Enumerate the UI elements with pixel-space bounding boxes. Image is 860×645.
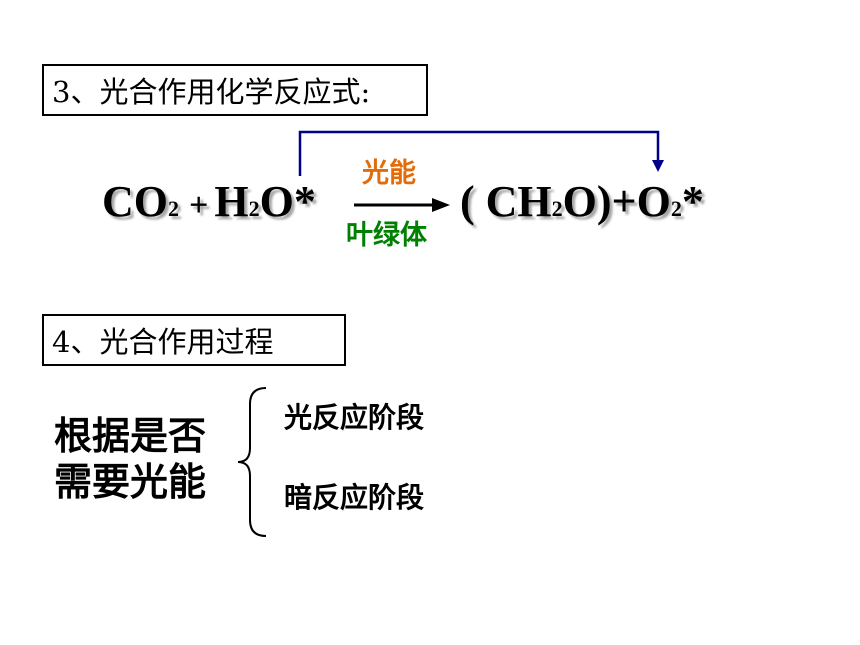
h-subscript: 2 (248, 196, 260, 221)
reaction-arrowhead (432, 198, 450, 212)
condition-light: 光能 (362, 158, 416, 189)
curly-brace (237, 387, 267, 537)
co-subscript: 2 (168, 196, 179, 221)
product-open: ( CH (460, 177, 552, 226)
stage-dark-reaction: 暗反应阶段 (284, 481, 425, 514)
criterion-line-2: 需要光能 (54, 459, 207, 504)
condition-chloroplast: 叶绿体 (346, 220, 427, 251)
product-subscript: 2 (551, 196, 563, 221)
o2-star: * (681, 177, 704, 226)
product-close: O)+O (562, 177, 671, 226)
section-4-title: 4、光合作用过程 (52, 325, 274, 359)
section-3-heading: 3、光合作用化学反应式: (42, 64, 428, 116)
o2-subscript: 2 (670, 196, 682, 221)
products: ( CH2O)+O2* (460, 180, 704, 224)
criterion-label: 根据是否 需要光能 (54, 414, 206, 505)
tracer-line (298, 130, 660, 176)
co-text: CO (102, 177, 168, 226)
criterion-line-1: 根据是否 (54, 414, 207, 458)
section-3-title: 3、光合作用化学反应式: (52, 75, 371, 109)
section-4-heading: 4、光合作用过程 (42, 314, 346, 366)
o-star-text: O* (259, 177, 316, 226)
stage-light-reaction: 光反应阶段 (284, 401, 425, 434)
plus-sign: + (189, 187, 209, 224)
h-text: H (214, 177, 249, 226)
reactants: CO2 +H2O* (102, 180, 316, 224)
tracer-arrowhead (652, 160, 664, 172)
